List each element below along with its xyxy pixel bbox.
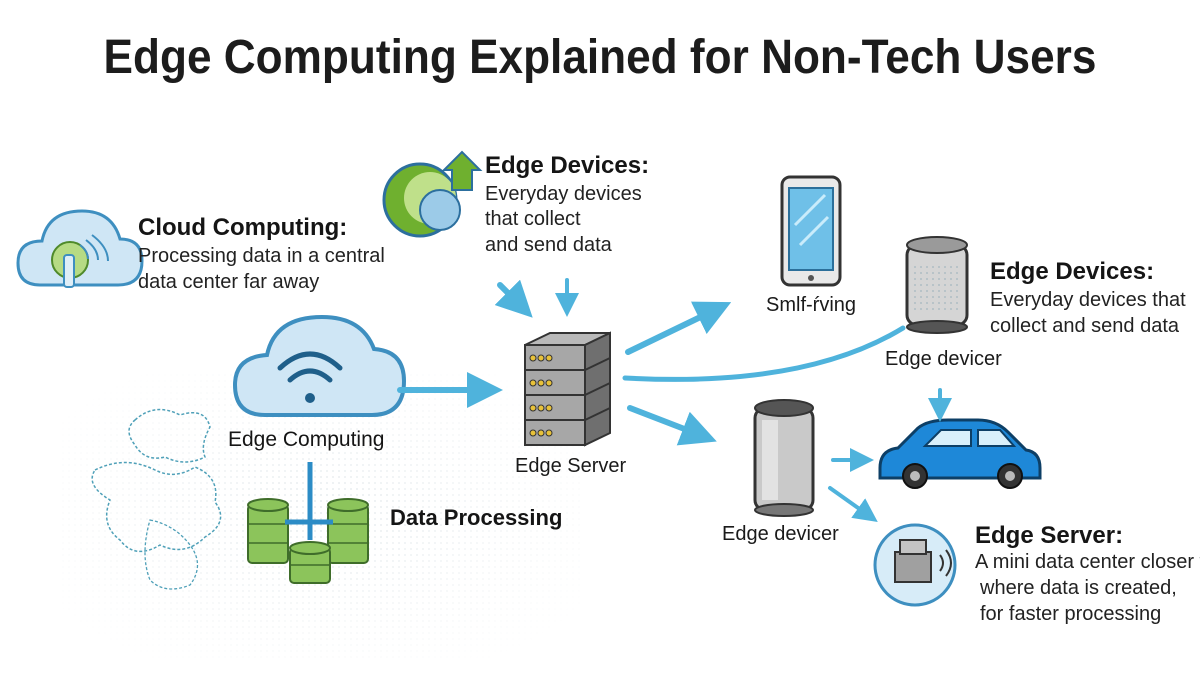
database-icon <box>247 462 369 584</box>
edge-devices-top-desc-1: Everyday devices <box>485 183 642 205</box>
data-processing-label: Data Processing <box>390 505 563 530</box>
edge-server-right-desc-2: where data is created, <box>980 577 1177 599</box>
edge-devices-top-desc-3: and send data <box>485 234 612 256</box>
car-icon <box>878 418 1042 489</box>
edge-devices-right-desc-1: Everyday devices that <box>990 289 1186 311</box>
edge-device-cylinder-icon <box>753 399 815 517</box>
speaker-bottom-label: Edge devicer <box>722 523 839 545</box>
phone-label: Smlf-ŕving <box>766 294 857 316</box>
flow-arrows <box>397 278 952 522</box>
edge-devices-right-desc-2: collect and send data <box>990 315 1180 337</box>
edge-devices-top-heading: Edge Devices: <box>485 152 650 179</box>
upload-arrow-icon <box>441 150 483 191</box>
page-title: Edge Computing Explained for Non-Tech Us… <box>103 31 1097 84</box>
edge-server-right-desc-1: A mini data center closer t <box>975 551 1200 573</box>
smartphone-icon <box>780 175 842 287</box>
router-icon <box>873 523 957 607</box>
edge-server-right-desc-3: for faster processing <box>980 603 1162 625</box>
cloud-icon <box>16 209 144 288</box>
edge-devices-right-heading: Edge Devices: <box>990 258 1155 285</box>
cloud-computing-desc-1: Processing data in a central <box>138 245 385 267</box>
server-rack-icon <box>524 331 611 447</box>
edge-devices-top-desc-2: that collect <box>485 208 581 230</box>
satellite-dish-icon <box>51 234 109 288</box>
wifi-icon <box>232 314 407 417</box>
edge-server-right-heading: Edge Server: <box>975 522 1124 549</box>
cloud-computing-heading: Cloud Computing: <box>138 214 348 241</box>
speaker-top-label: Edge devicer <box>885 348 1002 370</box>
edge-server-center-label: Edge Server <box>515 455 627 477</box>
cloud-computing-desc-2: data center far away <box>138 271 320 293</box>
map-icon <box>60 370 580 660</box>
smart-speaker-icon <box>905 236 969 334</box>
edge-device-swirl-icon <box>382 150 483 238</box>
edge-computing-label: Edge Computing <box>228 428 385 451</box>
